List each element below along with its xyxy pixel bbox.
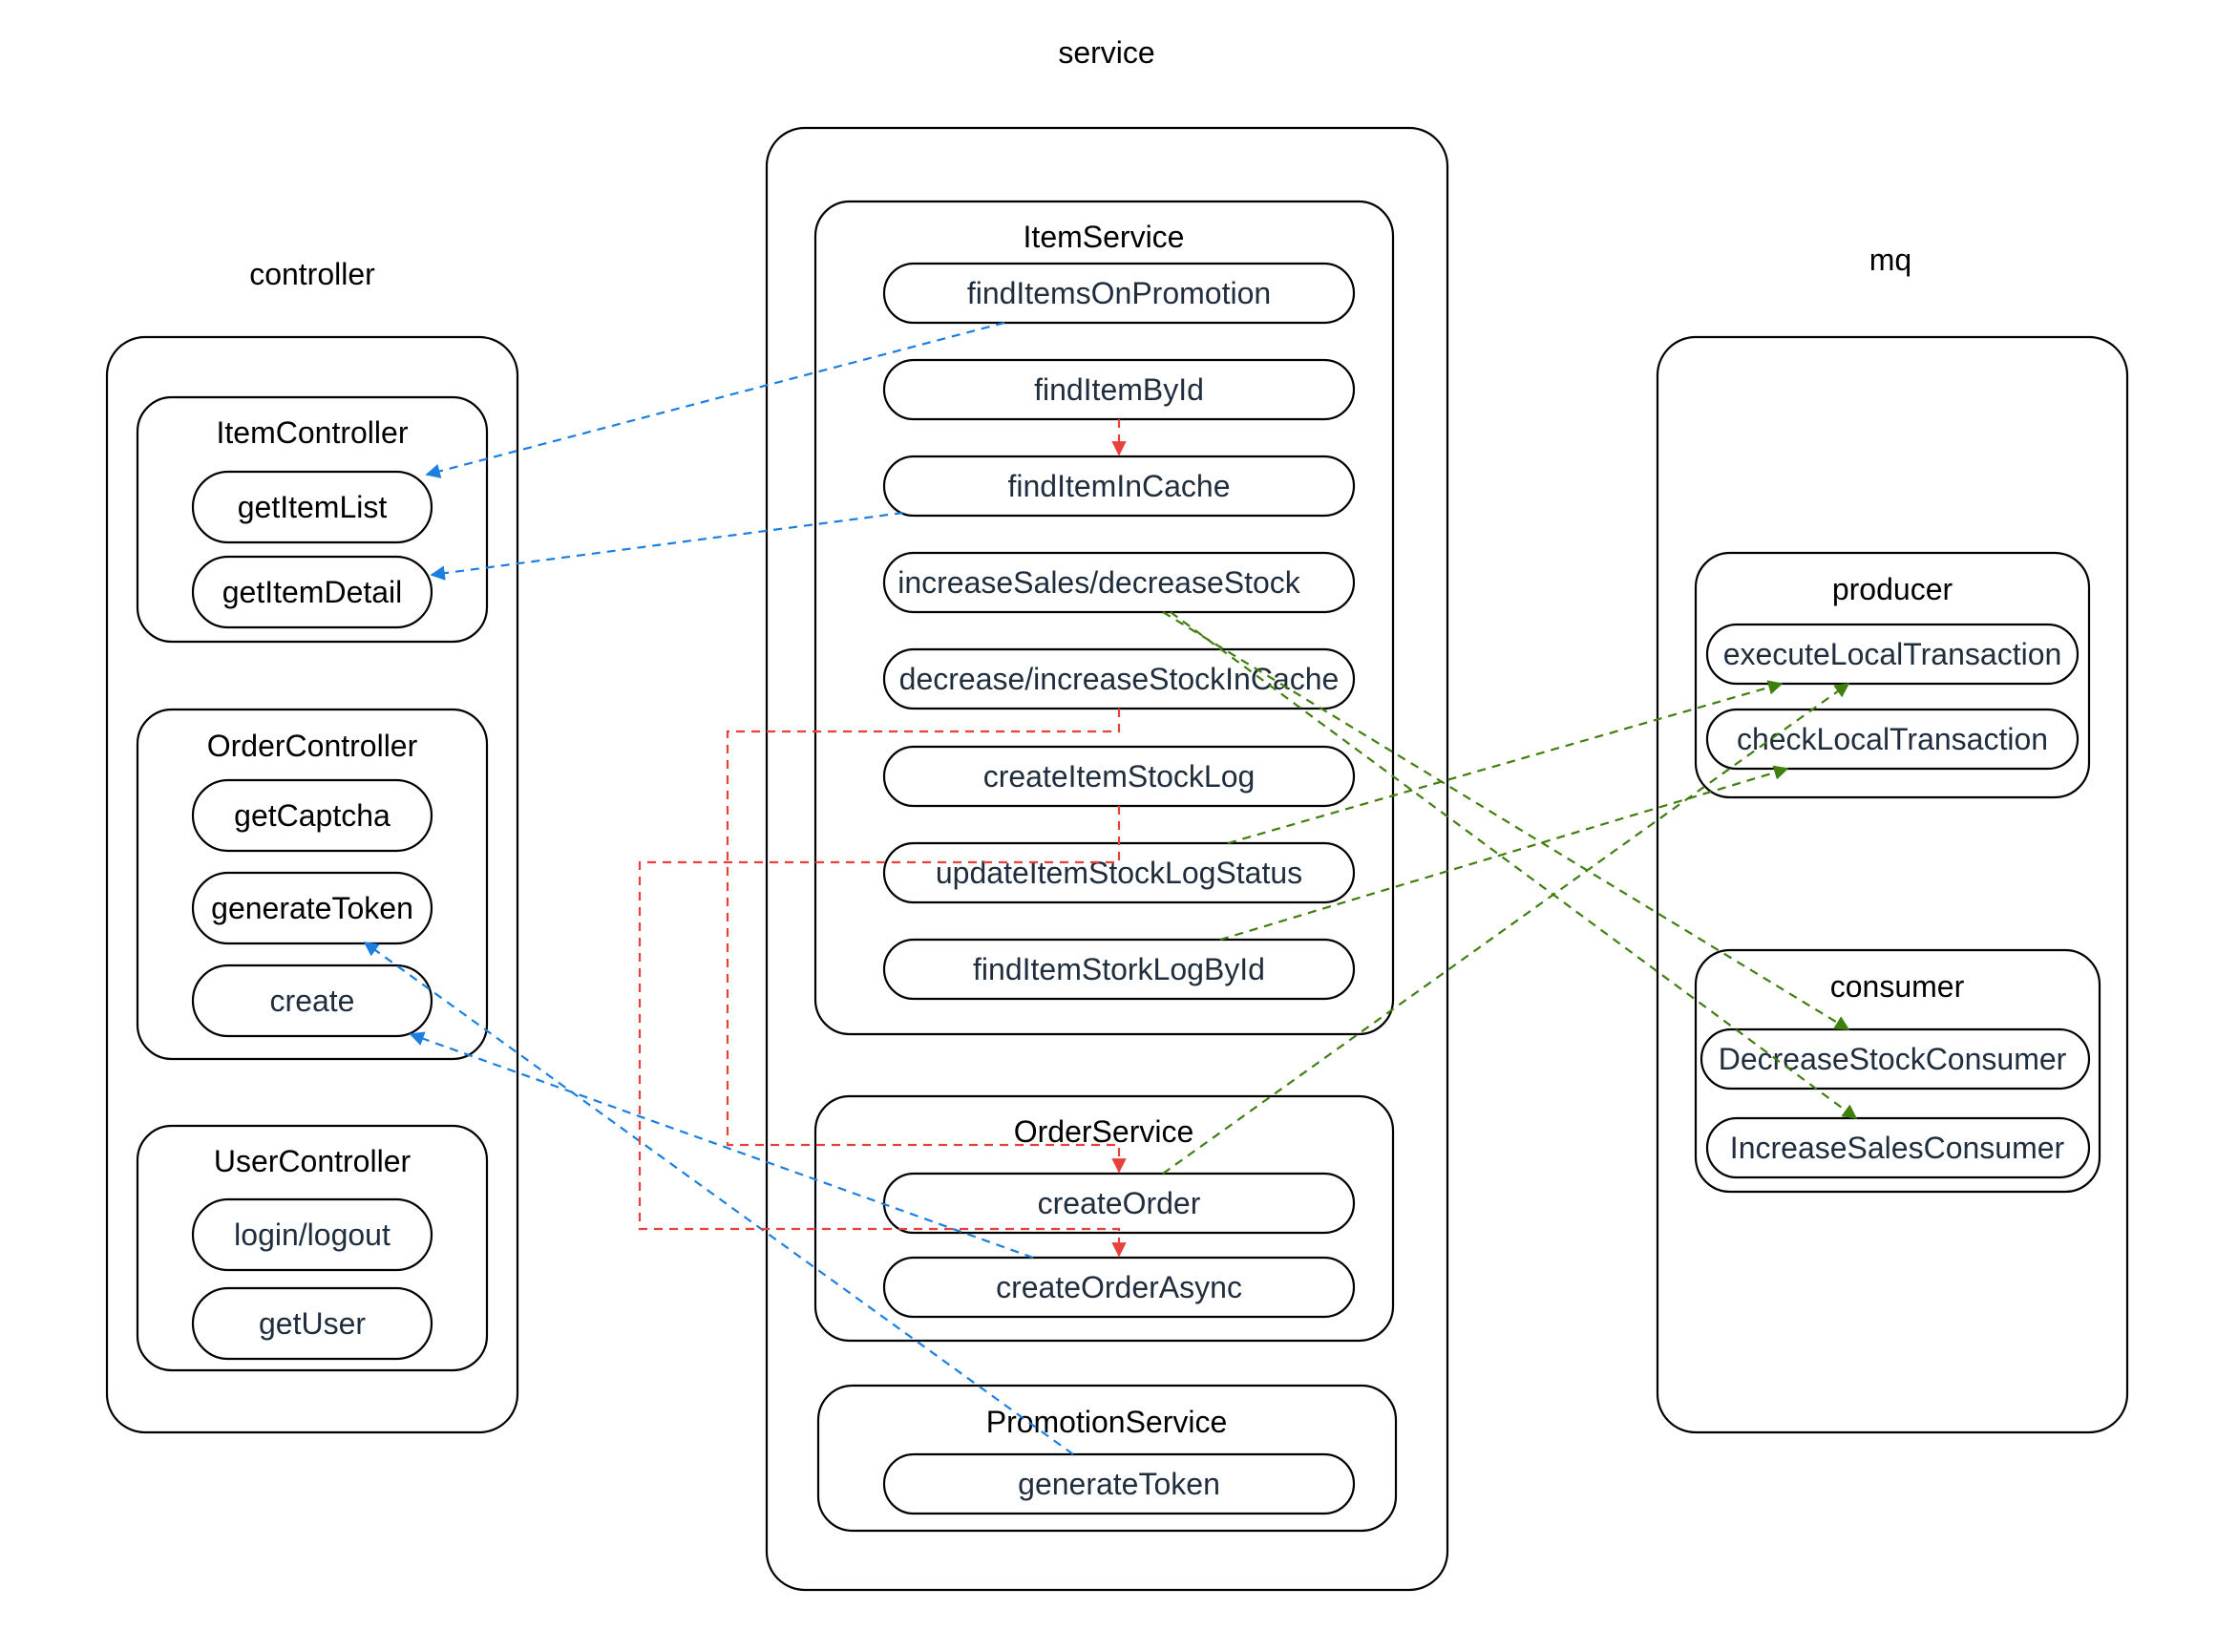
- mq-column-title: mq: [1869, 243, 1911, 277]
- find-items-on-promotion-node[interactable]: findItemsOnPromotion: [882, 262, 1356, 325]
- decrease-stock-consumer-node[interactable]: DecreaseStockConsumer: [1700, 1027, 2091, 1091]
- execute-local-transaction-label: executeLocalTransaction: [1723, 637, 2062, 671]
- user-controller-title: UserController: [214, 1144, 412, 1178]
- find-item-by-id-node[interactable]: findItemById: [882, 358, 1356, 421]
- controller-column-container: [105, 335, 519, 1434]
- promotion-service-group: [816, 1384, 1398, 1533]
- create-order-label: createOrder: [1038, 1186, 1201, 1220]
- create-label: create: [270, 984, 355, 1018]
- edge-increase-sales-decrease-stock-to-increase-sales-consumer: [1170, 611, 1858, 1119]
- get-item-list-label: getItemList: [238, 490, 388, 524]
- get-item-list-node[interactable]: getItemList: [191, 470, 433, 544]
- consumer-group: [1694, 948, 2101, 1194]
- generate-token-controller-label: generateToken: [211, 891, 413, 925]
- find-item-in-cache-label: findItemInCache: [1007, 469, 1230, 503]
- check-local-transaction-node[interactable]: checkLocalTransaction: [1705, 708, 2080, 771]
- user-controller-group: [136, 1124, 489, 1372]
- increase-sales-consumer-label: IncreaseSalesConsumer: [1730, 1131, 2065, 1165]
- generate-token-service-label: generateToken: [1018, 1467, 1220, 1501]
- find-items-on-promotion-label: findItemsOnPromotion: [967, 276, 1271, 310]
- item-service-title: ItemService: [1024, 220, 1185, 254]
- promotion-service-title: PromotionService: [986, 1405, 1228, 1439]
- edge-find-item-in-cache-to-get-item-detail: [430, 511, 904, 581]
- order-controller-group: [136, 708, 489, 1061]
- check-local-transaction-label: checkLocalTransaction: [1737, 722, 2048, 756]
- get-captcha-node[interactable]: getCaptcha: [191, 778, 433, 853]
- get-captcha-label: getCaptcha: [234, 798, 391, 833]
- find-item-stork-log-by-id-node[interactable]: findItemStorkLogById: [882, 938, 1356, 1001]
- producer-title: producer: [1832, 572, 1953, 606]
- create-order-async-label: createOrderAsync: [996, 1270, 1242, 1304]
- create-order-node[interactable]: createOrder: [882, 1172, 1356, 1235]
- decrease-increase-stock-in-cache-label: decrease/increaseStockInCache: [899, 662, 1340, 696]
- increase-sales-decrease-stock-node[interactable]: increaseSales/decreaseStock: [882, 551, 1356, 614]
- update-item-stock-log-status-node[interactable]: updateItemStockLogStatus: [882, 841, 1356, 904]
- item-controller-group: [136, 395, 489, 644]
- find-item-stork-log-by-id-label: findItemStorkLogById: [973, 952, 1265, 986]
- edge-generate-token-service-to-generate-token-controller: [363, 942, 1074, 1455]
- edge-decrease-increase-stock-in-cache-to-create-order: [726, 709, 1127, 1174]
- decrease-stock-consumer-label: DecreaseStockConsumer: [1719, 1042, 2067, 1076]
- order-service-group: [813, 1094, 1395, 1343]
- edge-create-order-async-to-create: [409, 1031, 1034, 1260]
- update-item-stock-log-status-label: updateItemStockLogStatus: [936, 856, 1302, 890]
- edge-increase-sales-decrease-stock-to-decrease-stock-consumer: [1162, 611, 1850, 1030]
- get-item-detail-node[interactable]: getItemDetail: [191, 555, 433, 629]
- mq-column-container: [1656, 335, 2129, 1434]
- login-logout-node[interactable]: login/logout: [191, 1197, 433, 1272]
- generate-token-service-node[interactable]: generateToken: [882, 1452, 1356, 1515]
- edge-find-item-stork-log-by-id-to-check-local-transaction: [1219, 765, 1789, 942]
- generate-token-controller-node[interactable]: generateToken: [191, 871, 433, 945]
- edge-create-item-stock-log-to-create-order-async: [638, 806, 1127, 1258]
- find-item-by-id-label: findItemById: [1034, 372, 1204, 407]
- create-item-stock-log-node[interactable]: createItemStockLog: [882, 745, 1356, 808]
- get-item-detail-label: getItemDetail: [222, 575, 403, 609]
- edge-find-items-on-promotion-to-get-item-list: [425, 321, 1005, 478]
- increase-sales-decrease-stock-label: increaseSales/decreaseStock: [897, 565, 1301, 600]
- execute-local-transaction-node[interactable]: executeLocalTransaction: [1705, 623, 2080, 686]
- service-column-container: [765, 126, 1449, 1592]
- create-item-stock-log-label: createItemStockLog: [983, 759, 1256, 794]
- item-controller-title: ItemController: [217, 415, 409, 450]
- consumer-title: consumer: [1830, 969, 1965, 1004]
- decrease-increase-stock-in-cache-node[interactable]: decrease/increaseStockInCache: [882, 647, 1356, 710]
- edge-create-order-to-execute-local-transaction: [1162, 683, 1850, 1175]
- order-service-title: OrderService: [1014, 1114, 1194, 1149]
- order-controller-title: OrderController: [207, 729, 418, 763]
- item-service-group: [813, 200, 1395, 1036]
- service-column-title: service: [1058, 35, 1154, 70]
- producer-group: [1694, 551, 2091, 799]
- increase-sales-consumer-node[interactable]: IncreaseSalesConsumer: [1705, 1116, 2091, 1179]
- controller-column-title: controller: [249, 257, 375, 291]
- edge-update-item-stock-log-status-to-execute-local-transaction: [1227, 680, 1784, 845]
- login-logout-label: login/logout: [234, 1218, 391, 1252]
- create-order-async-node[interactable]: createOrderAsync: [882, 1256, 1356, 1319]
- create-node[interactable]: create: [191, 964, 433, 1038]
- get-user-node[interactable]: getUser: [191, 1286, 433, 1361]
- get-user-label: getUser: [259, 1306, 366, 1341]
- find-item-in-cache-node[interactable]: findItemInCache: [882, 455, 1356, 518]
